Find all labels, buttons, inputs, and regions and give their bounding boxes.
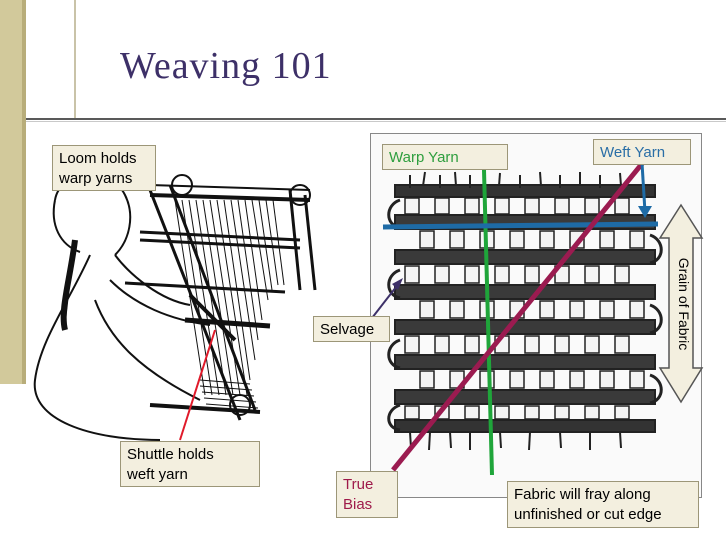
grain-of-fabric-label: Grain of Fabric	[676, 257, 692, 351]
slide-title: Weaving 101	[120, 45, 332, 87]
decorative-left-bar	[0, 0, 22, 384]
warp-yarn-label: Warp Yarn	[382, 144, 508, 170]
decorative-vertical-rule	[74, 0, 76, 118]
selvage-pointer-line	[371, 281, 401, 319]
selvage-label: Selvage	[313, 316, 390, 342]
fray-callout: Fabric will fray along unfinished or cut…	[507, 481, 699, 528]
weft-pointer-arrowhead	[638, 206, 652, 218]
warp-yarn-line	[482, 169, 494, 476]
shuttle-callout: Shuttle holds weft yarn	[120, 441, 260, 487]
weft-yarn-line	[382, 221, 659, 230]
decorative-left-bar-edge	[22, 0, 26, 384]
title-divider-shadow	[26, 121, 726, 122]
weft-pointer-line	[640, 162, 647, 213]
grain-double-arrow	[658, 203, 704, 404]
shuttle-pointer-line	[179, 329, 216, 441]
title-divider	[26, 118, 726, 120]
loom-callout: Loom holds warp yarns	[52, 145, 156, 191]
true-bias-line	[391, 158, 647, 472]
selvage-pointer-arrowhead	[392, 278, 403, 290]
true-bias-label: True Bias	[336, 471, 398, 518]
weft-yarn-label: Weft Yarn	[593, 139, 691, 165]
